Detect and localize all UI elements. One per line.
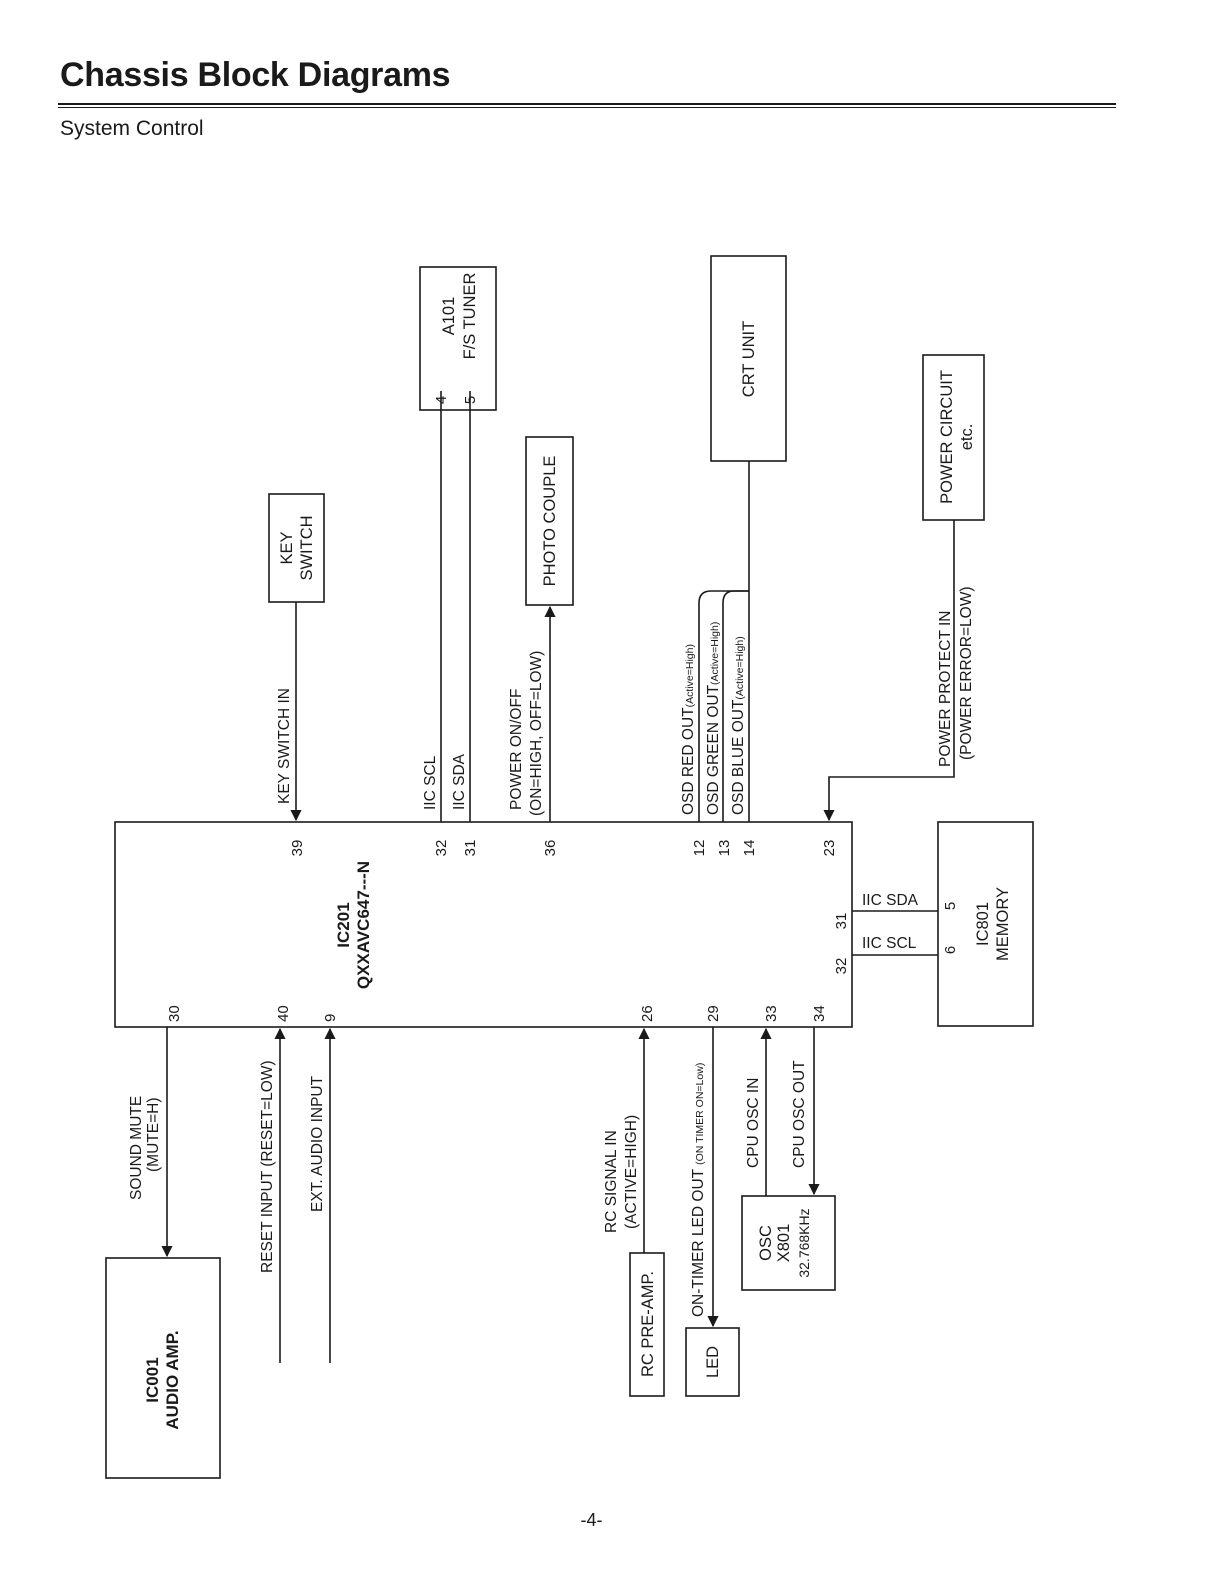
osd-blue-label: OSD BLUE OUT(Active=High) xyxy=(730,636,747,815)
power-circuit-label-1: POWER CIRCUIT xyxy=(938,370,956,504)
page-number: -4- xyxy=(580,1510,603,1530)
cpu-osc-out-label: CPU OSC OUT xyxy=(791,1060,808,1168)
memory-pin-5: 5 xyxy=(942,902,959,910)
pin-32-right: 32 xyxy=(833,958,850,975)
audio-amp-block xyxy=(105,1257,221,1479)
key-switch-label-1: KEY xyxy=(278,531,296,564)
photo-couple-label: PHOTO COUPLE xyxy=(541,456,559,587)
osd-blue-note: (Active=High) xyxy=(734,636,746,699)
power-protect-line xyxy=(823,520,955,822)
osd-green-note: (Active=High) xyxy=(709,622,721,685)
rc-signal-label-2: (ACTIVE=HIGH) xyxy=(623,1115,640,1229)
page-subtitle: System Control xyxy=(60,117,204,140)
iic-sda-top-label: IIC SDA xyxy=(451,753,468,810)
tuner-pin-5: 5 xyxy=(462,396,479,404)
tuner-block xyxy=(419,266,497,411)
led-block xyxy=(685,1327,740,1397)
iic-sda-right-label: IIC SDA xyxy=(862,892,919,909)
on-timer-led-note: (ON TIMER ON=Low) xyxy=(694,1063,706,1165)
pin-9: 9 xyxy=(322,1014,339,1022)
iic-scl-top-label: IIC SCL xyxy=(422,755,439,810)
pin-12: 12 xyxy=(691,840,708,857)
osd-red-line xyxy=(698,590,749,822)
sound-mute-label-1: SOUND MUTE xyxy=(128,1096,145,1200)
pin-40: 40 xyxy=(275,1005,292,1022)
power-circuit-label-2: etc. xyxy=(958,424,976,451)
osd-green-line xyxy=(722,590,749,822)
on-timer-led-text: ON-TIMER LED OUT xyxy=(690,1168,707,1317)
osd-blue-text: OSD BLUE OUT xyxy=(730,699,747,815)
pin-31-top: 31 xyxy=(462,840,479,857)
tuner-name: F/S TUNER xyxy=(461,273,479,360)
rc-signal-label-1: RC SIGNAL IN xyxy=(603,1130,620,1233)
audio-amp-name: AUDIO AMP. xyxy=(163,1330,182,1429)
memory-pin-6: 6 xyxy=(942,946,959,954)
tuner-ref: A101 xyxy=(440,297,458,336)
led-label: LED xyxy=(704,1346,722,1378)
ext-audio-label: EXT. AUDIO INPUT xyxy=(309,1075,326,1212)
title-rule-thin xyxy=(58,107,1116,108)
osc-label-3: 32.768KHz xyxy=(796,1208,812,1277)
osd-red-label: OSD RED OUT(Active=High) xyxy=(680,644,697,815)
key-switch-label-2: SWITCH xyxy=(298,515,316,580)
power-onoff-label-2: (ON=HIGH, OFF=LOW) xyxy=(528,651,545,816)
rc-preamp-block xyxy=(629,1252,665,1397)
audio-amp-ref: IC001 xyxy=(143,1357,162,1402)
power-protect-label-1: POWER PROTECT IN xyxy=(937,611,954,767)
pin-14: 14 xyxy=(741,840,758,857)
key-switch-in-label: KEY SWITCH IN xyxy=(276,688,293,804)
osc-label-2: X801 xyxy=(775,1224,793,1263)
crt-unit-label: CRT UNIT xyxy=(740,321,758,397)
pin-33: 33 xyxy=(763,1005,780,1022)
osc-label-1: OSC xyxy=(757,1225,775,1261)
iic-scl-right-label: IIC SCL xyxy=(862,935,917,952)
photo-couple-block xyxy=(525,436,574,606)
title-rule-thick xyxy=(58,103,1116,105)
pin-32-top: 32 xyxy=(433,840,450,857)
memory-ref: IC801 xyxy=(974,902,992,946)
pin-23: 23 xyxy=(821,840,838,857)
osd-green-label: OSD GREEN OUT(Active=High) xyxy=(705,622,722,815)
ic201-ref: IC201 xyxy=(334,902,353,947)
memory-name: MEMORY xyxy=(994,887,1012,961)
osd-red-text: OSD RED OUT xyxy=(680,707,697,815)
pin-34: 34 xyxy=(811,1005,828,1022)
memory-block xyxy=(937,821,1034,1027)
pin-26: 26 xyxy=(639,1005,656,1022)
tuner-pin-4: 4 xyxy=(433,396,450,404)
page-title: Chassis Block Diagrams xyxy=(60,56,451,94)
on-timer-led-label: ON-TIMER LED OUT (ON TIMER ON=Low) xyxy=(690,1063,707,1317)
ic201-block xyxy=(114,821,853,1028)
osd-red-note: (Active=High) xyxy=(684,644,696,707)
power-protect-label-2: (POWER ERROR=LOW) xyxy=(958,586,975,760)
cpu-osc-in-label: CPU OSC IN xyxy=(745,1078,762,1168)
osd-green-text: OSD GREEN OUT xyxy=(705,684,722,815)
power-onoff-label-1: POWER ON/OFF xyxy=(508,689,525,810)
sound-mute-label-2: (MUTE=H) xyxy=(145,1098,162,1172)
rc-preamp-label: RC PRE-AMP. xyxy=(639,1271,657,1377)
pin-36: 36 xyxy=(542,840,559,857)
ic201-part: QXXAVC647---N xyxy=(354,861,373,989)
pin-30: 30 xyxy=(166,1005,183,1022)
reset-input-label: RESET INPUT (RESET=LOW) xyxy=(259,1060,276,1273)
osc-block xyxy=(741,1195,836,1291)
pin-29: 29 xyxy=(705,1005,722,1022)
pin-13: 13 xyxy=(716,840,733,857)
pin-31-right: 31 xyxy=(833,913,850,930)
pin-39: 39 xyxy=(289,840,306,857)
